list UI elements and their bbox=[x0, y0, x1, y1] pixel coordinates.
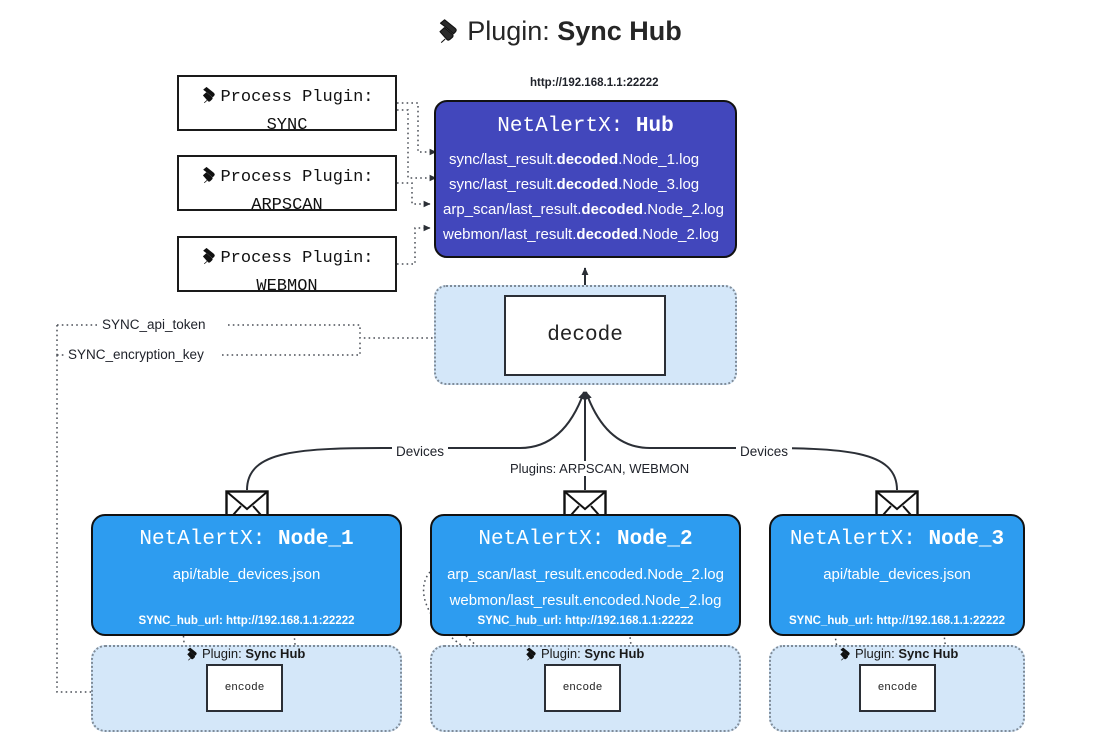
process-plugin-line1: Process Plugin: bbox=[220, 249, 374, 268]
sync-hub-plugin-label-node-2: Plugin: Sync Hub bbox=[524, 646, 644, 664]
plug-icon bbox=[200, 247, 219, 275]
encode-label: encode bbox=[224, 682, 265, 694]
devices-label-right: Devices bbox=[736, 444, 793, 459]
process-plugin-line1: Process Plugin: bbox=[220, 168, 374, 187]
plug-icon bbox=[524, 647, 539, 664]
encode-label: encode bbox=[562, 682, 603, 694]
node-hub-url-label: SYNC_hub_url: http://192.168.1.1:22222 bbox=[138, 615, 355, 627]
process-plugin-line2: SYNC bbox=[266, 115, 308, 135]
hub-title: NetAlertX: Hub bbox=[436, 115, 735, 138]
node-title: NetAlertX: Node_3 bbox=[771, 528, 1023, 551]
node-title: NetAlertX: Node_1 bbox=[93, 528, 400, 551]
process-plugin-line2: ARPSCAN bbox=[251, 195, 323, 215]
hub-log-list: sync/last_result.decoded.Node_1.log sync… bbox=[436, 147, 735, 247]
node-box-node-2[interactable]: NetAlertX: Node_2 arp_scan/last_result.e… bbox=[430, 514, 741, 636]
encode-box-node-3[interactable]: encode bbox=[859, 664, 936, 712]
hub-title-name: Hub bbox=[635, 115, 674, 138]
plugins-label-middle: Plugins: ARPSCAN, WEBMON bbox=[506, 461, 694, 476]
hub-log-line: webmon/last_result.decoded.Node_2.log bbox=[443, 226, 719, 243]
plugin-label-name: Sync Hub bbox=[584, 646, 645, 661]
encode-box-node-2[interactable]: encode bbox=[544, 664, 621, 712]
decode-label: decode bbox=[547, 324, 623, 347]
node-title-prefix: NetAlertX: bbox=[139, 528, 266, 551]
sync-hub-plugin-label-node-3: Plugin: Sync Hub bbox=[838, 646, 958, 664]
encode-box-node-1[interactable]: encode bbox=[206, 664, 283, 712]
node-title-name: Node_3 bbox=[928, 528, 1005, 551]
plugin-label-text: Plugin: bbox=[541, 646, 581, 661]
node-line-list: api/table_devices.json bbox=[93, 562, 400, 588]
node-line-list: api/table_devices.json bbox=[771, 562, 1023, 588]
process-plugin-line1: Process Plugin: bbox=[220, 88, 374, 107]
process-plugin-line2: WEBMON bbox=[256, 276, 318, 296]
node-title-prefix: NetAlertX: bbox=[789, 528, 916, 551]
hub-url-label: http://192.168.1.1:22222 bbox=[530, 77, 659, 89]
encode-label: encode bbox=[877, 682, 918, 694]
process-plugin-card-sync[interactable]: Process Plugin: SYNC bbox=[177, 75, 397, 135]
node-hub-url-label: SYNC_hub_url: http://192.168.1.1:22222 bbox=[788, 615, 1006, 627]
node-title-name: Node_2 bbox=[617, 528, 693, 551]
hub-log-line: arp_scan/last_result.decoded.Node_2.log bbox=[443, 201, 724, 218]
node-title-prefix: NetAlertX: bbox=[478, 528, 605, 551]
page-title: Plugin: Sync Hub bbox=[0, 16, 1117, 51]
plug-icon bbox=[185, 647, 200, 664]
node-title-name: Node_1 bbox=[278, 528, 354, 551]
node-line: webmon/last_result.encoded.Node_2.log bbox=[449, 592, 722, 609]
hub-log-line: sync/last_result.decoded.Node_1.log bbox=[449, 151, 700, 168]
sync-api-token-label: SYNC_api_token bbox=[98, 317, 210, 332]
plug-icon bbox=[200, 86, 219, 114]
node-line-list: arp_scan/last_result.encoded.Node_2.log … bbox=[432, 562, 739, 614]
plug-icon bbox=[838, 647, 853, 664]
plugin-label-text: Plugin: bbox=[202, 646, 242, 661]
node-title: NetAlertX: Node_2 bbox=[432, 528, 739, 551]
hub-log-line: sync/last_result.decoded.Node_3.log bbox=[449, 176, 700, 193]
plugin-label-name: Sync Hub bbox=[245, 646, 306, 661]
page-title-strong: Sync Hub bbox=[557, 16, 682, 46]
node-hub-url-label: SYNC_hub_url: http://192.168.1.1:22222 bbox=[477, 615, 694, 627]
node-line: arp_scan/last_result.encoded.Node_2.log bbox=[447, 566, 724, 583]
node-box-node-1[interactable]: NetAlertX: Node_1 api/table_devices.json… bbox=[91, 514, 402, 636]
page-title-label: Plugin: bbox=[467, 16, 550, 46]
node-line: api/table_devices.json bbox=[172, 566, 321, 583]
decode-box[interactable]: decode bbox=[504, 295, 666, 376]
plugin-label-text: Plugin: bbox=[855, 646, 895, 661]
plugin-label-name: Sync Hub bbox=[898, 646, 959, 661]
sync-hub-plugin-label-node-1: Plugin: Sync Hub bbox=[185, 646, 305, 664]
node-line: api/table_devices.json bbox=[823, 566, 971, 583]
process-plugin-card-webmon[interactable]: Process Plugin: WEBMON bbox=[177, 236, 397, 296]
sync-encryption-key-label: SYNC_encryption_key bbox=[64, 347, 208, 362]
node-box-node-3[interactable]: NetAlertX: Node_3 api/table_devices.json… bbox=[769, 514, 1025, 636]
hub-box[interactable]: NetAlertX: Hub sync/last_result.decoded.… bbox=[434, 100, 737, 258]
plug-icon bbox=[435, 18, 463, 51]
hub-title-prefix: NetAlertX: bbox=[497, 115, 624, 138]
devices-label-left: Devices bbox=[392, 444, 449, 459]
plug-icon bbox=[200, 166, 219, 194]
process-plugin-card-arpscan[interactable]: Process Plugin: ARPSCAN bbox=[177, 155, 397, 215]
